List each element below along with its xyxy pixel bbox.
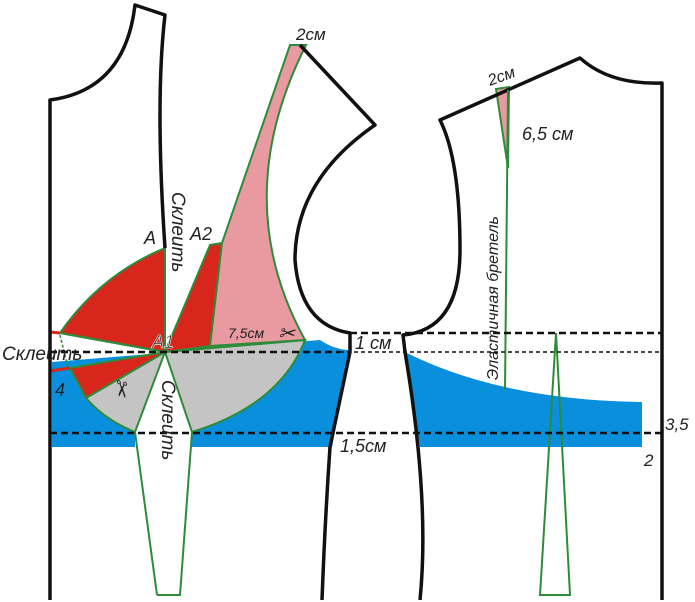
label-3-5: 3,5 bbox=[665, 415, 689, 434]
label-point-a: A bbox=[143, 228, 156, 248]
label-strap-name: Эластичная бретель bbox=[485, 216, 502, 380]
right-dart bbox=[538, 332, 572, 596]
label-4: 4 bbox=[55, 380, 65, 400]
a1-to-pink bbox=[164, 339, 306, 353]
scissors-icon: ✂ bbox=[278, 323, 297, 345]
label-2: 2 bbox=[643, 451, 654, 470]
label-point-a2: A2 bbox=[189, 224, 212, 244]
strap-line bbox=[504, 89, 509, 391]
label-1cm: 1 см bbox=[355, 333, 391, 353]
label-glue-horizontal: Склеить bbox=[2, 344, 82, 365]
right-blue-band bbox=[405, 352, 642, 447]
label-2cm-left: 2см bbox=[295, 25, 326, 44]
scissors-icon: ✂ bbox=[109, 378, 134, 398]
gray-piece-right bbox=[163, 338, 307, 434]
label-glue-top: Склеить bbox=[167, 192, 188, 272]
pink-strip-left bbox=[208, 44, 308, 348]
glue-line-1 bbox=[59, 332, 166, 353]
red-piece-4 bbox=[68, 351, 166, 400]
middle-piece-outline bbox=[293, 43, 377, 601]
dart-gap-left bbox=[135, 352, 192, 447]
label-7-5cm: 7,5см bbox=[228, 325, 264, 341]
label-point-a1: A1 bbox=[151, 332, 174, 352]
left-dart-lines bbox=[134, 431, 193, 596]
left-piece-outline bbox=[48, 3, 167, 600]
label-strap-length: 6,5 см bbox=[522, 124, 573, 144]
right-piece-outline bbox=[401, 56, 664, 601]
red-edge-bottom bbox=[49, 366, 71, 373]
label-1-5cm: 1,5см bbox=[340, 436, 386, 456]
red-piece-a bbox=[58, 246, 166, 354]
label-glue-bottom: Склеить bbox=[157, 380, 178, 460]
